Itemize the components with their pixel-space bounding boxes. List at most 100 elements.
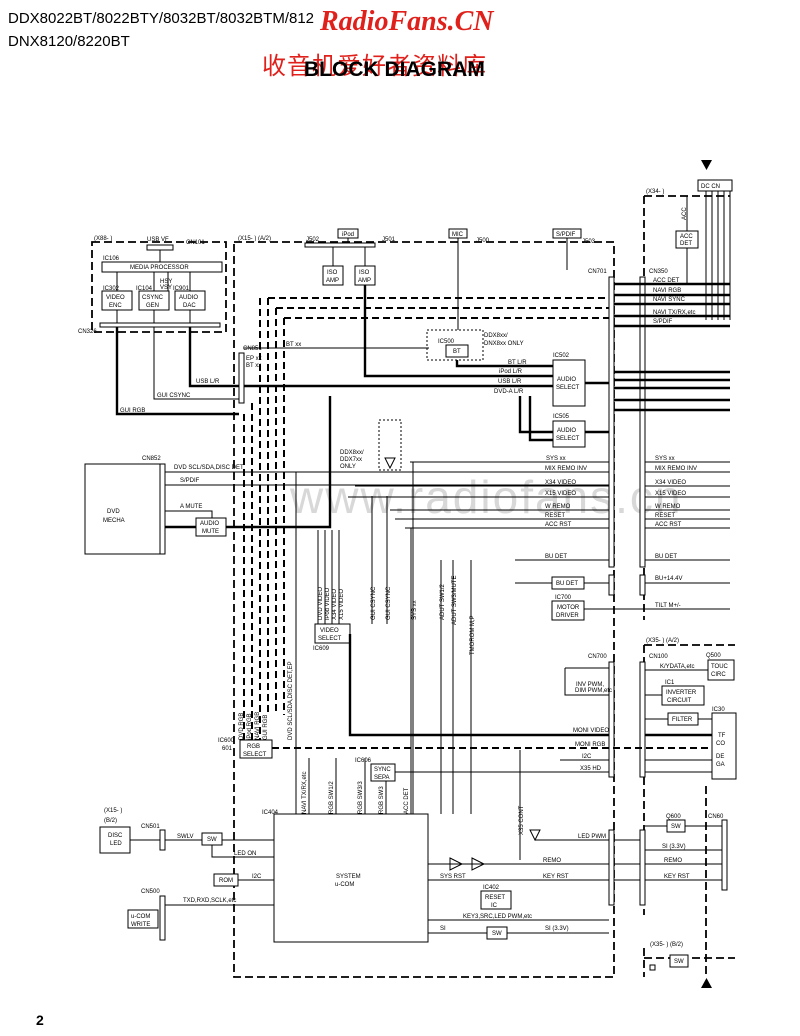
vsig-rgb-sw3b: RGB SW3 (379, 786, 385, 814)
audio-dac-l1: AUDIO (179, 295, 198, 301)
sync-l2: SEPA (374, 775, 390, 781)
ic601-label: 601 (222, 746, 233, 752)
sys-ucom-l1: SYSTEM (336, 874, 361, 880)
sig-bu-det-r: BU DET (655, 554, 677, 560)
sig-inv-pwm: INV PWM, (576, 682, 604, 688)
disc-led-l2: LED (110, 841, 122, 847)
touch-l2: CIRC (711, 672, 726, 678)
audio-mute-l2: MUTE (202, 529, 219, 535)
sig-ipod-lr: iPod L/R (499, 369, 523, 375)
unit-x35b: (X35- ) (B/2) (650, 942, 683, 948)
top-arrow-icon (701, 160, 712, 170)
sig-moni-rgb: MONI RGB (575, 742, 605, 748)
cn500-label: CN500 (141, 889, 160, 895)
system-ucom-block (273, 813, 429, 943)
vsig-navi-txrx: NAVI TX/RX,etc (302, 772, 308, 814)
vsig-sys-xx: SYS xx (412, 600, 418, 620)
sig-navi-rgb: NAVI RGB (653, 288, 681, 294)
mic-label: MIC (452, 232, 464, 238)
dvd-mecha-l1: DVD (107, 509, 120, 515)
sig-x34-video: X34 VIDEO (545, 480, 576, 486)
motor-driver-block (551, 600, 585, 621)
rgb-select-block (239, 739, 273, 759)
bt-note-2: DNX8xx ONLY (484, 341, 524, 347)
cn501-label: CN501 (141, 824, 160, 830)
usb-vf-label: USB VF (147, 237, 169, 243)
sig-sys-xx-r: SYS xx (655, 456, 675, 462)
sig-swlv: SWLV (177, 834, 194, 840)
rgbsel-l1: RGB (247, 744, 260, 750)
sw2-label: SW (492, 931, 502, 937)
ddx-note-2: DDX7xx (340, 457, 362, 463)
ic606-label: IC606 (355, 758, 372, 764)
dvd-mecha-block (84, 463, 161, 555)
rgbsel-l2: SELECT (243, 752, 267, 758)
sig-dim-pwm: DIM PWM,etc (575, 688, 612, 694)
vsig-adut-sw: ADUT SW1/2 (440, 583, 446, 620)
j500-label: J500 (476, 238, 490, 244)
as502-l1: AUDIO (557, 377, 576, 383)
ucomw-l1: u-COM (131, 914, 150, 920)
iso1-l2: AMP (326, 278, 339, 284)
unit-x88: (X88- ) (94, 236, 112, 242)
sig-bu-14v: BU+14.4V (655, 576, 683, 582)
sig-reset-r: RESET (655, 513, 675, 519)
acc-det-l1: ACC (680, 234, 693, 240)
iso2-l2: AMP (358, 278, 371, 284)
ic500-label: IC500 (438, 339, 455, 345)
page-number: 2 (36, 1012, 44, 1028)
swq600-label: SW (671, 824, 681, 830)
as502-l2: SELECT (556, 385, 580, 391)
sig-si-33v-b: SI (3.3V) (545, 926, 569, 932)
bt-label: BT (453, 349, 461, 355)
sig-bt-xx2: BT xx (246, 363, 261, 369)
ic404-label: IC404 (262, 810, 279, 816)
j501-label: J501 (382, 237, 396, 243)
sig-key-rst: KEY RST (543, 874, 569, 880)
model-list-line2: DNX8120/8220BT (8, 33, 130, 50)
vsig-rgb-sw12: RGB SW1/2 (329, 781, 335, 814)
sig-dvda-lr: DVD-A L/R (494, 389, 524, 395)
sys-ucom-l2: u-COM (335, 882, 354, 888)
csync-l1: CSYNC (142, 295, 164, 301)
ic600-label: IC600 (218, 738, 235, 744)
vsel-l1: VIDEO (320, 628, 339, 634)
j502-label: J502 (306, 237, 320, 243)
iso2-l1: ISO (359, 270, 370, 276)
vsig-adut-sw3: ADUT SW3/MUTE (452, 575, 458, 625)
ic901-label: IC901 (173, 286, 190, 292)
sig-sys-xx: SYS xx (546, 456, 566, 462)
ddx-note-3: ONLY (340, 464, 356, 470)
vsig-dvd-rgb: DVD RGB (239, 713, 245, 740)
ucom-write-block (127, 909, 159, 929)
brand-chinese: 收音机爱好者资料库 (262, 52, 487, 80)
cn326-label: CN326 (78, 329, 97, 335)
tft-l2: CO (716, 741, 725, 747)
cn852-label: CN852 (142, 456, 161, 462)
vsig-x35-cont: X35 CONT (519, 805, 525, 835)
cn60-label: CN60 (708, 814, 724, 820)
audio-select-505 (552, 420, 586, 448)
reset-ic-block (480, 890, 512, 910)
vsig-tmorom: TMOROM M,P (470, 615, 476, 655)
ic505-label: IC505 (553, 414, 570, 420)
audio-dac-l2: DAC (183, 303, 196, 309)
ipod-label: iPod (342, 232, 354, 238)
media-processor-label: MEDIA PROCESSOR (130, 265, 189, 271)
csync-l2: GEN (146, 303, 159, 309)
as505-l1: AUDIO (557, 428, 576, 434)
dvd-mecha-l2: MECHA (103, 518, 125, 524)
disc-led-block (99, 826, 131, 854)
acc-det-l2: DET (680, 241, 692, 247)
motor-l1: MOTOR (557, 605, 580, 611)
inv-l1: INVERTER (666, 690, 697, 696)
vsel-l2: SELECT (318, 636, 342, 642)
q600-label: Q600 (666, 814, 681, 820)
vsig-acc-det: ACC DET (404, 787, 410, 814)
audio-mute-l1: AUDIO (200, 521, 219, 527)
audio-select-502 (552, 359, 586, 407)
sig-gui-csync: GUI CSYNC (157, 393, 191, 399)
cn700-label: CN700 (588, 654, 607, 660)
sig-navi-txrx: NAVI TX/RX,etc (653, 310, 695, 316)
cn350-label: CN350 (649, 269, 668, 275)
